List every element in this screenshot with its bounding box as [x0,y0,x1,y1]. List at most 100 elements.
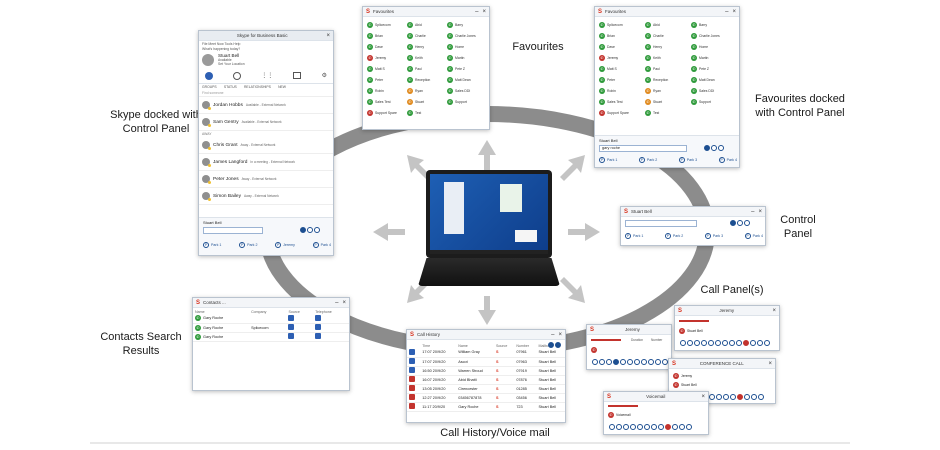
call-control-button[interactable] [716,394,722,400]
call-control-button[interactable] [686,424,692,430]
skype-tab[interactable]: GROUPS [202,85,217,89]
close-icon[interactable]: × [772,307,776,314]
call-control-button[interactable] [694,340,700,346]
call-control-button[interactable] [708,340,714,346]
call-control-button[interactable] [730,394,736,400]
favourite-item[interactable]: ✆Matt Dean [447,75,485,84]
favourite-item[interactable]: ✆Jeremy [367,53,405,62]
call-control-button[interactable] [672,424,678,430]
call-control-button[interactable] [637,424,643,430]
options-icon[interactable]: ⚙ [321,73,327,79]
favourite-item[interactable]: ✆Test [645,108,689,117]
close-icon[interactable]: × [701,393,705,400]
refresh-button[interactable] [548,342,554,348]
call-control-button[interactable] [658,424,664,430]
favourite-item[interactable]: ✆Support [691,97,735,106]
favourite-item[interactable]: ✆Matt S [367,64,405,73]
skype-tab[interactable]: NEW [278,85,286,89]
call-panel-2-volume[interactable] [679,320,709,322]
voicemail-button[interactable] [555,342,561,348]
call-control-button[interactable] [709,394,715,400]
favourite-item[interactable]: ✆Keith [407,53,445,62]
recent-icon[interactable] [233,71,242,80]
column-header[interactable]: Company [251,310,267,314]
call-control-button[interactable] [665,424,671,430]
favourite-item[interactable]: ✆Charlie Jones [691,31,735,40]
favourite-item[interactable]: ✆Martin [691,53,735,62]
call-button[interactable] [730,220,736,226]
column-header[interactable]: Source [495,344,508,348]
call-control-button[interactable] [651,424,657,430]
close-icon[interactable]: × [758,208,762,215]
telephone-icon[interactable] [315,333,322,339]
end-call-icon[interactable]: ✆ [673,382,679,388]
favourite-item[interactable]: ✆Dave [367,42,405,51]
favourite-item[interactable]: ✆Jeremy [599,53,643,62]
skype-menu[interactable]: File Meet Now Tools Help [202,42,241,46]
call-control-button[interactable] [641,359,647,365]
call-panel-1-volume[interactable] [591,339,621,341]
contacts-icon[interactable] [205,71,213,80]
hold-button[interactable] [307,227,313,233]
number-input[interactable]: gary roche [599,145,687,152]
favourite-item[interactable]: ✆Sales Test [367,97,405,106]
user-avatar[interactable] [202,53,214,66]
favourite-item[interactable]: ✆Splicecom [599,20,643,29]
close-icon[interactable]: × [482,8,486,15]
end-call-icon[interactable]: ✆ [608,412,614,418]
transfer-button[interactable] [314,227,320,233]
meetings-icon[interactable] [293,72,302,79]
call-control-button[interactable] [655,359,661,365]
call-control-button[interactable] [627,359,633,365]
telephone-icon[interactable] [315,314,322,321]
skype-prompt[interactable]: What's happening today? [202,47,241,51]
favourite-item[interactable]: ✆Keith [645,53,689,62]
call-panel-4-volume[interactable] [608,405,638,407]
close-icon[interactable]: × [326,32,330,39]
group-header[interactable]: AWAY [202,132,212,136]
favourite-item[interactable]: ✆Henry [645,42,689,51]
call-control-button[interactable] [751,394,757,400]
minimize-icon[interactable]: – [551,331,555,338]
column-header[interactable]: Number [516,344,530,348]
favourite-item[interactable]: ✆Charlie [645,31,689,40]
end-call-icon[interactable]: ✆ [673,373,679,379]
call-control-button[interactable] [616,424,622,430]
call-control-button[interactable] [723,394,729,400]
skype-tab[interactable]: RELATIONSHIPS [243,85,271,89]
favourite-item[interactable]: ✆Charlie [407,31,445,40]
favourite-item[interactable]: ✆Peter [367,75,405,84]
call-control-button[interactable] [744,394,750,400]
transfer-button[interactable] [744,220,750,226]
favourite-item[interactable]: ✆Reception [407,75,445,84]
call-control-button[interactable] [736,340,742,346]
call-control-button[interactable] [729,340,735,346]
end-call-icon[interactable]: ✆ [591,347,597,353]
favourite-item[interactable]: ✆Abid [645,20,689,29]
skype-search-input[interactable]: Find someone [199,90,333,97]
close-icon[interactable]: × [732,8,736,15]
call-control-button[interactable] [758,394,764,400]
cp-number-input[interactable] [625,220,697,227]
favourite-item[interactable]: ✆Martin [447,53,485,62]
hold-button[interactable] [737,220,743,226]
end-call-icon[interactable]: ✆ [679,328,685,334]
favourite-item[interactable]: ✆Support Spare [367,108,405,117]
transfer-button[interactable] [718,145,724,151]
call-control-button[interactable] [737,394,743,400]
